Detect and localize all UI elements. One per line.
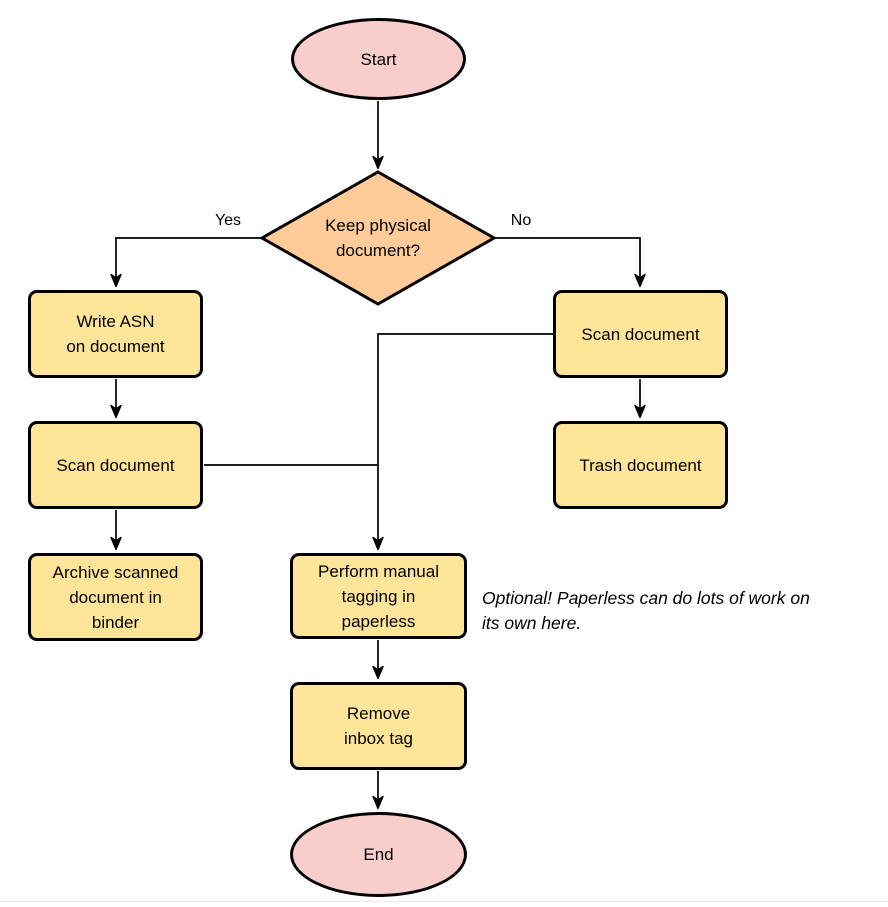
process-remove-inbox-tag: Remove inbox tag (290, 682, 467, 770)
edge-label-no: No (510, 212, 532, 229)
process-scan-document-right: Scan document (553, 290, 728, 378)
decision-node: Keep physical document? (325, 216, 431, 260)
process-write-asn: Write ASN on document (28, 290, 203, 378)
decision-shape (258, 170, 498, 306)
optional-annotation: Optional! Paperless can do lots of work … (482, 588, 810, 633)
edge-label-yes: Yes (214, 212, 242, 229)
bottom-divider (0, 901, 888, 902)
edge-scan-right-to-tagging (372, 333, 553, 551)
start-node: Start (291, 18, 466, 100)
end-node: End (290, 812, 467, 897)
process-manual-tagging: Perform manual tagging in paperless (290, 553, 467, 639)
process-archive-in-binder: Archive scanned document in binder (28, 553, 203, 641)
edge-decision-yes-to-write-asn (110, 237, 262, 288)
process-trash-document: Trash document (553, 421, 728, 509)
edge-decision-no-to-scan-right (494, 237, 646, 288)
process-scan-document-left: Scan document (28, 421, 203, 509)
